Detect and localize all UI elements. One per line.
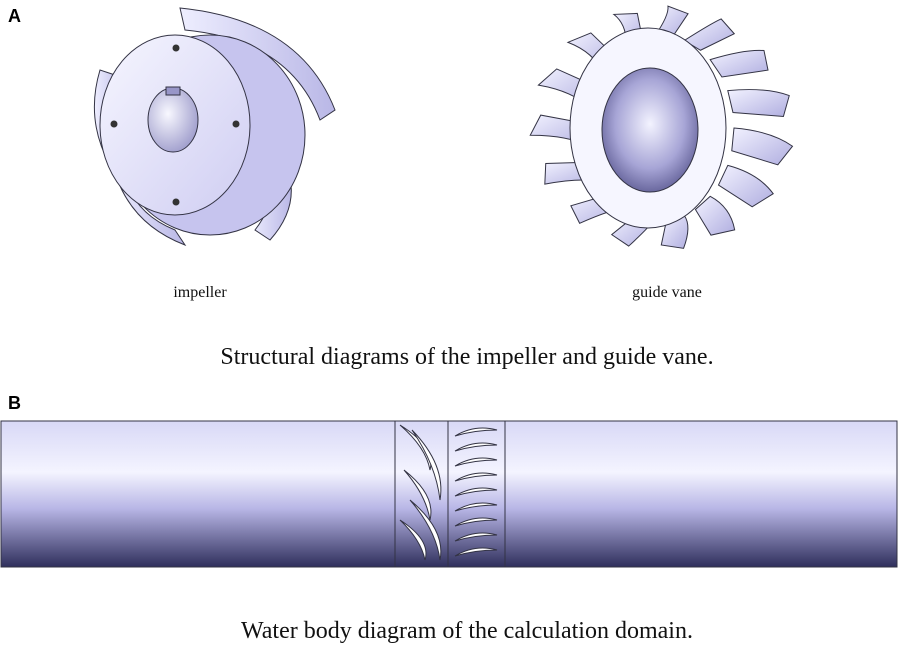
impeller-bolt-hole [172,198,180,206]
guide-vane-blade-section [454,547,498,557]
guide-vane-blade-section [454,427,498,437]
impeller-blade-section [409,499,442,561]
guide-vane-blade [694,195,736,236]
guide-vane-blade [731,127,794,166]
guide-vane-blade-section [454,502,498,512]
guide-vane-blade-section [454,487,498,497]
guide-vane-blade [683,18,736,51]
guide-vane-blade-section [454,517,498,527]
guide-vane-blade [717,164,774,208]
impeller-blade-section [411,429,442,501]
outlet-pipe [504,420,898,568]
panel-label-b: B [8,393,21,413]
guide-vane-blade [727,89,790,117]
panel-label-a: A [8,6,21,26]
impeller-bolt-hole [172,44,180,52]
inlet-pipe [0,420,396,568]
impeller-blade-section [403,469,432,521]
impeller-bolt-hole [110,120,118,128]
figure-caption-b: Water body diagram of the calculation do… [241,618,693,644]
guide-vane-label: guide vane [632,284,702,301]
impeller-keyway [165,86,181,96]
guide-vane-bore [601,67,699,193]
guide-vane-blade-section [454,472,498,482]
impeller-label: impeller [173,284,227,301]
impeller-bolt-hole [232,120,240,128]
guide-vane-blade [709,49,769,78]
guide-vane-blade-section [454,532,498,542]
guide-vane-blade-section [454,442,498,452]
figure-caption-a: Structural diagrams of the impeller and … [220,344,714,370]
guide-vane-blade-section [454,457,498,467]
guide-vane-blade [653,5,689,38]
impeller-blade-section [399,519,427,561]
